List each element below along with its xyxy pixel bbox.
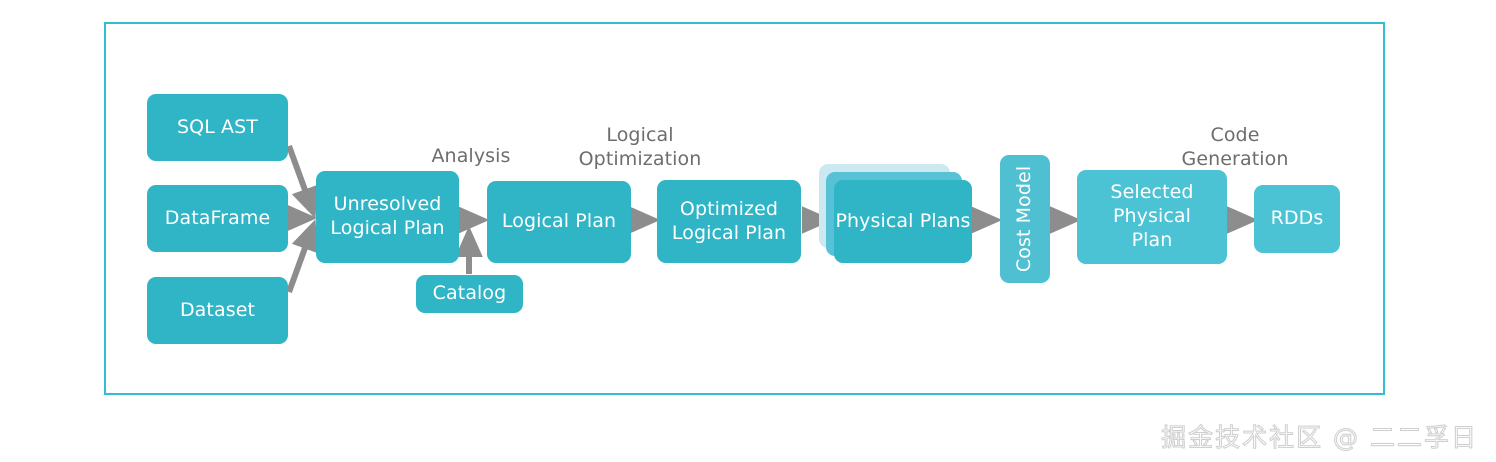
stage-label-analysis: Analysis <box>431 145 511 167</box>
node-unresolved-logical-plan[interactable]: Unresolved Logical Plan <box>316 171 459 263</box>
watermark-text: 掘金技术社区 @ 二二孚日 <box>1161 423 1478 453</box>
node-sql-ast[interactable]: SQL AST <box>147 94 288 161</box>
node-catalog[interactable]: Catalog <box>416 275 523 313</box>
node-cost-model[interactable]: Cost Model <box>1000 155 1050 283</box>
node-dataframe[interactable]: DataFrame <box>147 185 288 252</box>
node-dataset[interactable]: Dataset <box>147 277 288 344</box>
node-physical-plans[interactable]: Physical Plans <box>834 180 972 263</box>
node-cost-model-label: Cost Model <box>1013 165 1036 273</box>
node-logical-plan[interactable]: Logical Plan <box>487 181 631 263</box>
node-rdds[interactable]: RDDs <box>1254 185 1340 253</box>
node-optimized-logical-plan[interactable]: Optimized Logical Plan <box>657 180 801 263</box>
stage-label-code-generation: Code Generation <box>1181 124 1289 171</box>
node-selected-physical-plan[interactable]: Selected Physical Plan <box>1077 170 1227 264</box>
stage-label-logical-optimization: Logical Optimization <box>578 124 702 171</box>
